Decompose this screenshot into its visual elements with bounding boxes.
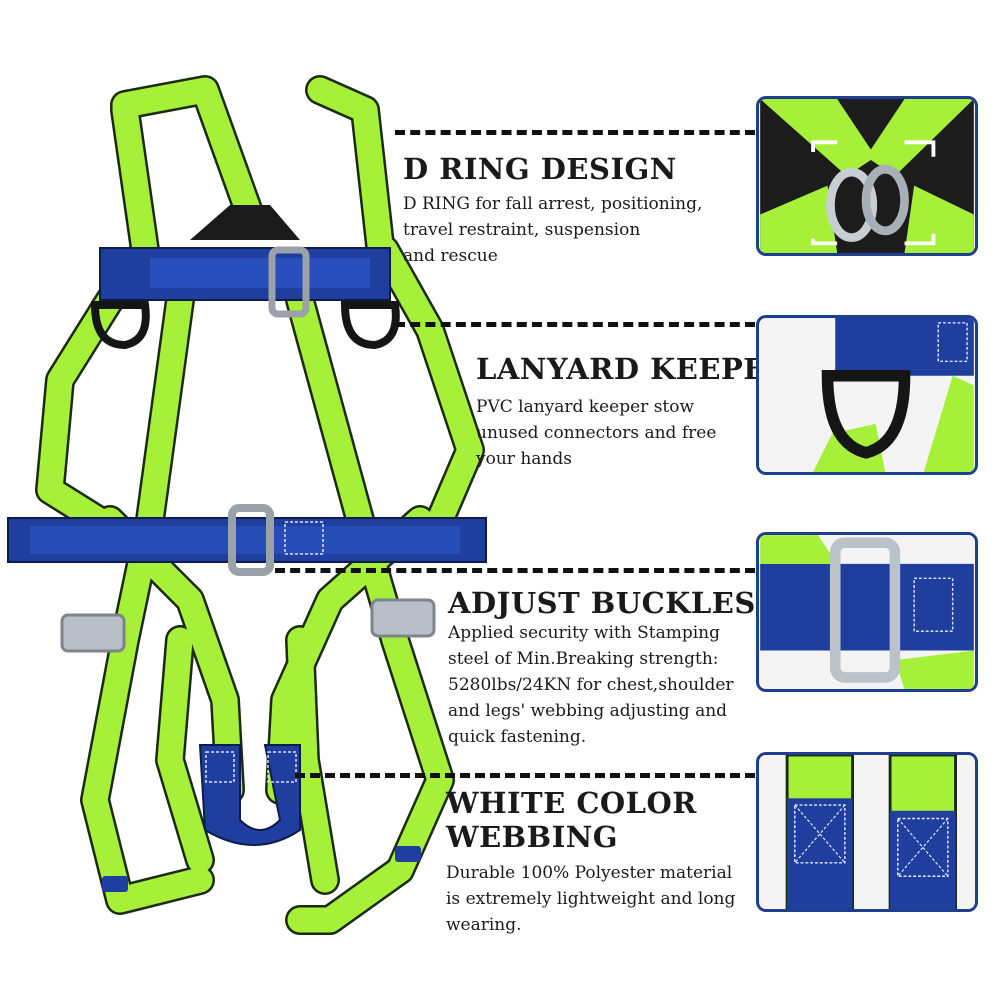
feature-desc-line: travel restraint, suspension (403, 220, 641, 240)
feature-desc-line: D RING for fall arrest, positioning, (403, 194, 703, 214)
leader-line-webbing (295, 773, 755, 778)
feature-desc-lanyard-keeper: PVC lanyard keeper stow unused connector… (476, 394, 716, 472)
feature-title-line: WEBBING (446, 820, 619, 854)
feature-desc-line: and rescue (403, 246, 498, 266)
feature-title-adjust-buckles: ADJUST BUCKLES (448, 586, 756, 620)
leader-line-d-ring (395, 130, 755, 135)
feature-desc-line: your hands (476, 449, 572, 469)
feature-desc-webbing: Durable 100% Polyester material is extre… (446, 860, 735, 938)
feature-desc-d-ring: D RING for fall arrest, positioning, tra… (403, 191, 702, 269)
feature-desc-line: steel of Min.Breaking strength: (448, 649, 719, 669)
detail-image-d-ring (756, 96, 978, 256)
feature-desc-line: Applied security with Stamping (448, 623, 720, 643)
feature-desc-line: 5280lbs/24KN for chest,shoulder (448, 675, 734, 695)
feature-title-d-ring: D RING DESIGN (403, 152, 677, 186)
leader-line-adjust-buckles (275, 568, 755, 573)
feature-desc-line: is extremely lightweight and long (446, 889, 736, 909)
feature-desc-adjust-buckles: Applied security with Stamping steel of … (448, 620, 734, 750)
feature-desc-line: wearing. (446, 915, 522, 935)
feature-title-line: WHITE COLOR (446, 786, 697, 820)
feature-desc-line: PVC lanyard keeper stow (476, 397, 695, 417)
feature-desc-line: Durable 100% Polyester material (446, 863, 733, 883)
feature-desc-line: and legs' webbing adjusting and (448, 701, 728, 721)
detail-image-adjust-buckles (756, 532, 978, 692)
leader-line-lanyard-keeper (395, 322, 755, 327)
detail-image-lanyard-keeper (756, 315, 978, 475)
feature-title-webbing: WHITE COLOR WEBBING (446, 786, 697, 854)
feature-title-lanyard-keeper: LANYARD KEEPER (476, 352, 791, 386)
feature-desc-line: unused connectors and free (476, 423, 717, 443)
detail-image-webbing (756, 752, 978, 912)
feature-desc-line: quick fastening. (448, 727, 587, 747)
